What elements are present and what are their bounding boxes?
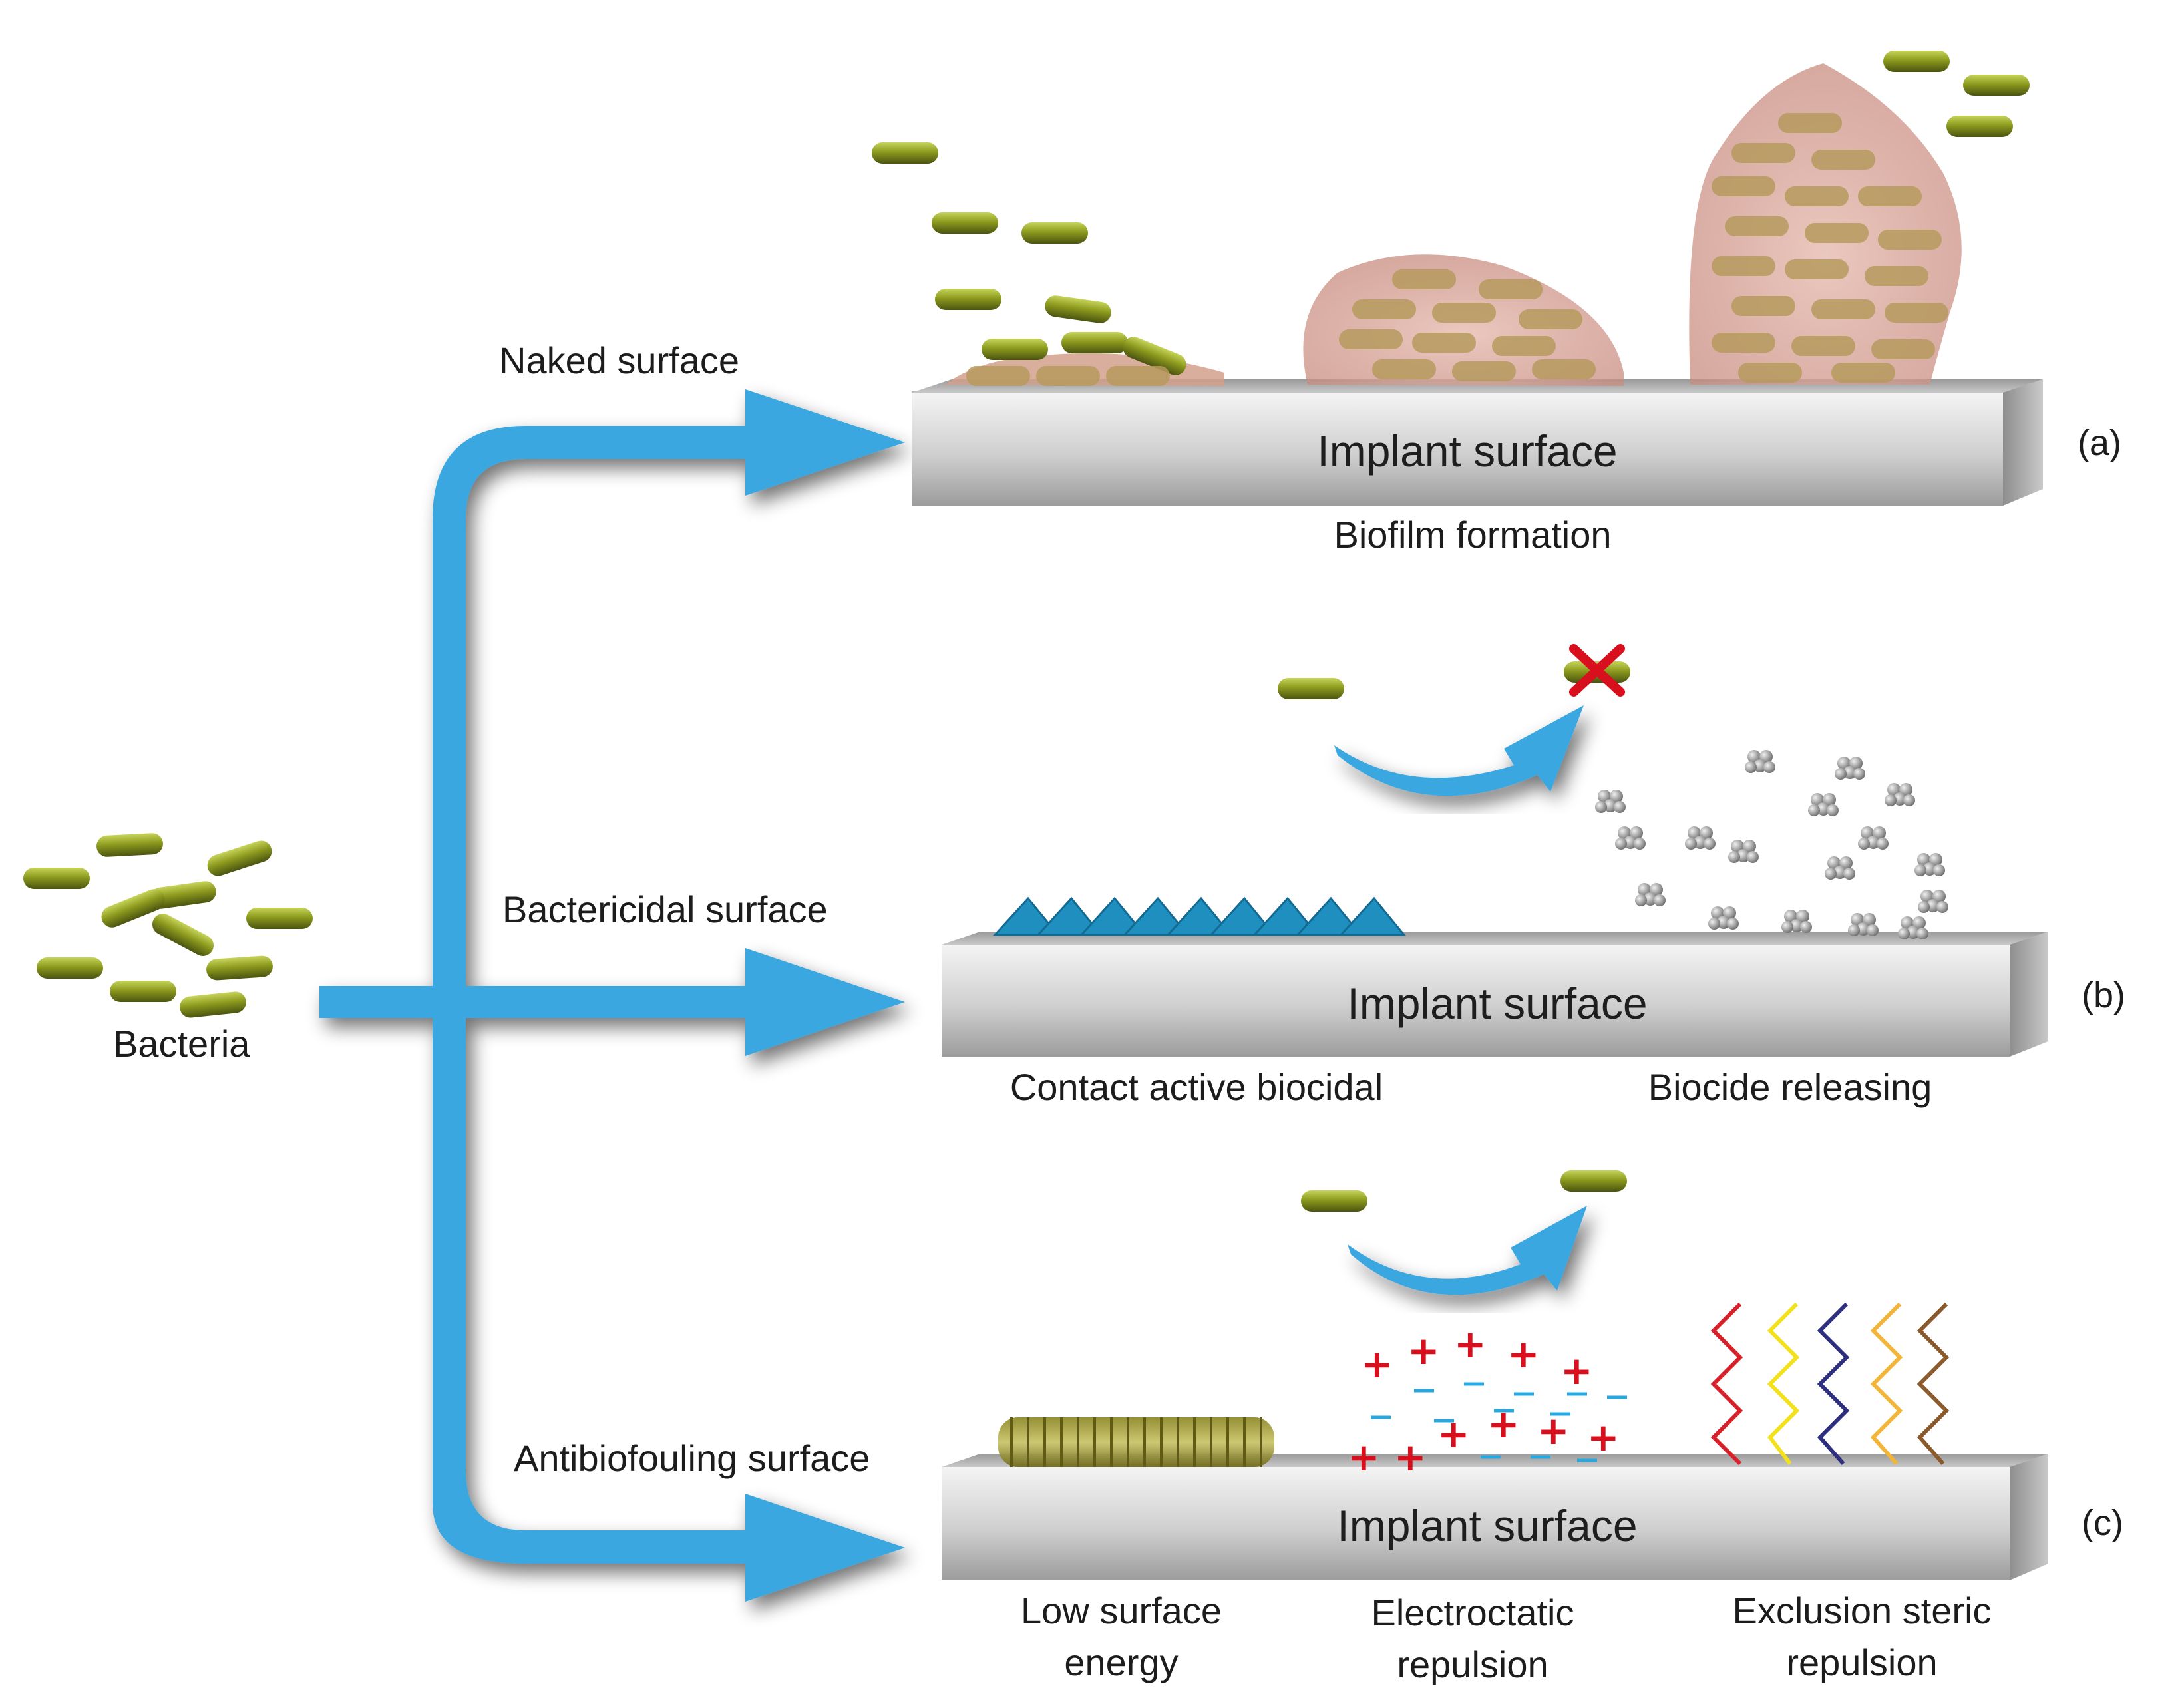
caption-contact-active: Contact active biocidal [1009,1066,1383,1108]
biofilm-mature [1689,51,2030,385]
panel-tag-b: (b) [2082,975,2125,1015]
svg-text:+: + [1560,1348,1593,1393]
svg-text:+: + [1394,1435,1427,1480]
svg-text:+: + [1348,1435,1380,1480]
biofilm-mid [1303,254,1624,386]
bacterium-killed [1278,644,1630,796]
caption-steric-repulsion: Exclusion steric repulsion [1732,1590,1992,1683]
bacterium-repelled [1301,1170,1627,1295]
branch-label-antibiofouling: Antibiofouling surface [514,1437,870,1479]
implant-slab-b [942,932,2048,1057]
svg-text:+: + [1487,1401,1520,1447]
slab-title-c: Implant surface [1337,1501,1638,1550]
bacteria-label: Bacteria [113,1023,250,1065]
slab-title-a: Implant surface [1317,427,1618,476]
plus-charge-icon: +++ ++ +++ +++ [1348,1321,1620,1480]
minus-charge-icon [1371,1382,1627,1462]
arrow-head-b [745,948,905,1056]
trunk-arrows [319,389,905,1602]
branch-label-bactericidal: Bactericidal surface [502,888,828,930]
svg-text:+: + [1437,1411,1470,1456]
red-cross-icon [1569,644,1625,697]
low-energy-coil [998,1417,1274,1467]
bacteria-cluster [23,832,313,1019]
caption-low-surface-energy: Low surface energy [1021,1590,1222,1683]
svg-text:+: + [1454,1321,1487,1367]
caption-biofilm-formation: Biofilm formation [1334,514,1612,556]
panel-tag-a: (a) [2078,423,2121,463]
svg-text:+: + [1361,1341,1393,1387]
slab-title-b: Implant surface [1347,979,1648,1028]
contact-spikes [992,896,1407,936]
arrow-head-a [745,389,905,496]
biocide-particle-icon [1595,750,1948,939]
caption-biocide-releasing: Biocide releasing [1648,1066,1932,1108]
svg-text:+: + [1587,1415,1620,1460]
caption-electrostatic-repulsion: Electroctatic repulsion [1371,1592,1574,1685]
panel-tag-c: (c) [2082,1503,2123,1543]
biofilm-early [872,142,1224,386]
svg-text:+: + [1407,1328,1440,1373]
svg-text:+: + [1507,1331,1540,1377]
arrow-head-c [745,1494,905,1602]
charge-field: +++ ++ +++ +++ [1348,1321,1627,1480]
polymer-brush [1710,1302,1950,1466]
branch-label-naked: Naked surface [499,339,740,381]
